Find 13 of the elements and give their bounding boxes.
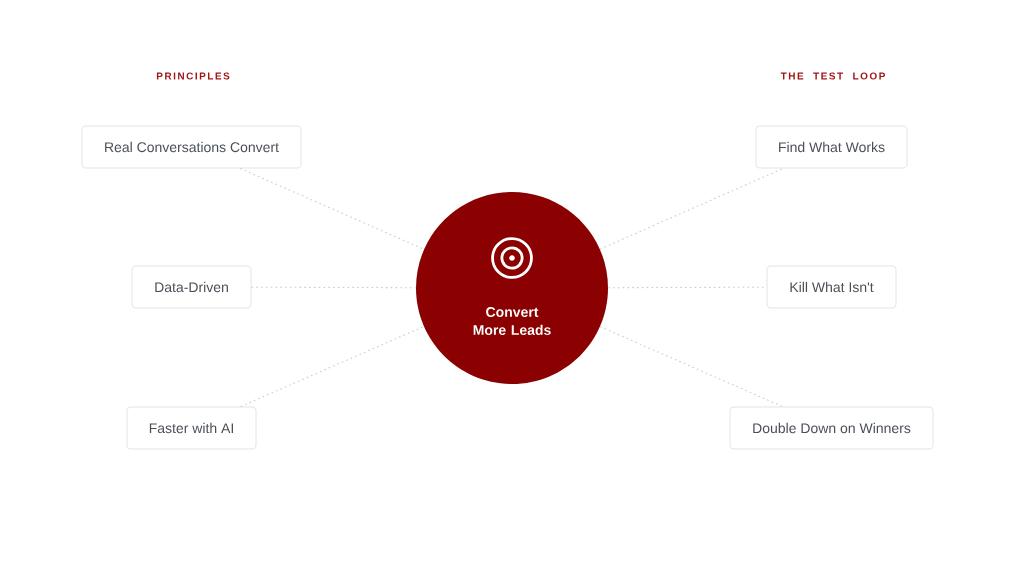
node-label: Convert More Leads: [473, 307, 551, 335]
text-box: Kill What Isn't: [766, 265, 897, 309]
text-box: Real Conversations Convert: [81, 125, 302, 169]
dotted-line: [599, 167, 784, 250]
text-box: Faster with AI: [126, 406, 257, 450]
text-box: Find What Works: [755, 125, 908, 169]
text-box: Double Down on Winners: [729, 406, 934, 450]
section-heading: THE TEST LOOP: [780, 72, 885, 80]
dotted-line: [240, 326, 425, 408]
text-box: Data-Driven: [131, 265, 252, 309]
dotted-line: [599, 326, 783, 408]
dotted-line: [239, 167, 425, 250]
section-heading: PRINCIPLES: [156, 72, 230, 80]
